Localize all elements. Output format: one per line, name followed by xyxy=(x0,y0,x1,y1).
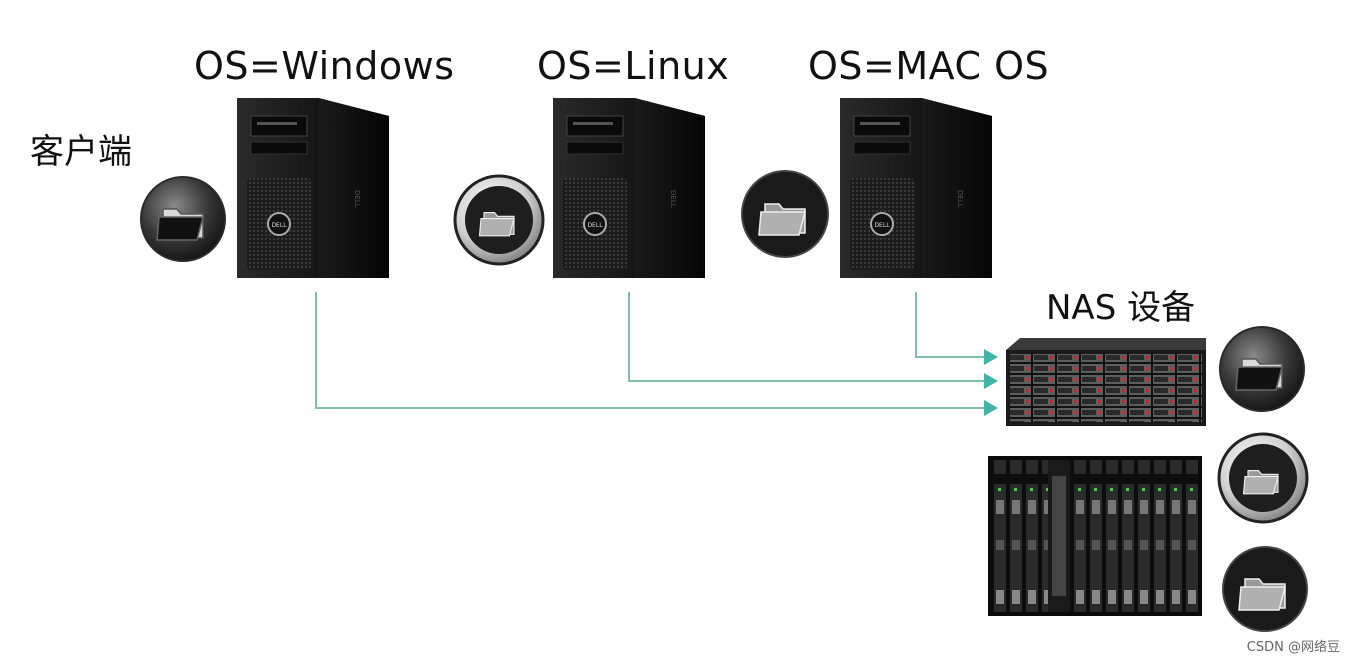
folder-icon xyxy=(1219,326,1305,412)
connector-mac xyxy=(915,292,986,358)
folder-icon xyxy=(140,176,226,262)
server-tower-icon xyxy=(839,97,993,279)
arrow-head-linux xyxy=(984,373,998,389)
os-mac-label: OS=MAC OS xyxy=(808,44,1050,88)
server-tower-icon xyxy=(552,97,706,279)
arrow-head-mac xyxy=(984,349,998,365)
connector-windows xyxy=(315,292,986,409)
folder-icon xyxy=(741,170,829,258)
nas-rack-icon xyxy=(1006,338,1206,426)
folder-icon xyxy=(1222,546,1308,632)
folder-icon xyxy=(453,174,545,266)
watermark: CSDN @网络豆 xyxy=(1246,640,1340,655)
os-linux-label: OS=Linux xyxy=(537,44,730,88)
folder-icon xyxy=(1217,432,1309,524)
os-windows-label: OS=Windows xyxy=(194,44,455,88)
client-label: 客户端 xyxy=(30,132,132,172)
connector-linux xyxy=(628,292,986,382)
server-tower-icon xyxy=(236,97,390,279)
blade-chassis-icon xyxy=(988,456,1202,616)
nas-label: NAS 设备 xyxy=(1046,288,1196,328)
arrow-head-windows xyxy=(984,400,998,416)
